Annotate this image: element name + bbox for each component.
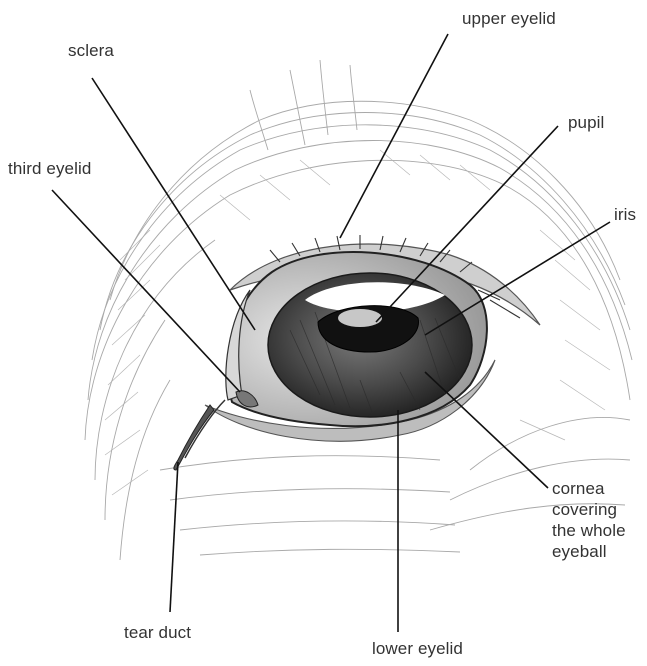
- label-sclera: sclera: [68, 40, 114, 61]
- leader-cornea: [425, 372, 548, 488]
- tear-duct-groove: [174, 405, 214, 470]
- leader-third-eyelid: [52, 190, 240, 392]
- label-cornea-line-3: the whole: [552, 520, 642, 541]
- label-cornea-line-1: cornea: [552, 478, 642, 499]
- label-iris: iris: [614, 204, 636, 225]
- label-cornea: cornea covering the whole eyeball: [552, 478, 642, 562]
- tear-duct-line: [185, 400, 225, 458]
- label-cornea-line-2: covering: [552, 499, 642, 520]
- leader-upper-eyelid: [340, 34, 448, 238]
- label-upper-eyelid: upper eyelid: [462, 8, 556, 29]
- label-tear-duct: tear duct: [124, 622, 191, 643]
- label-pupil: pupil: [568, 112, 604, 133]
- pupil-glint: [338, 309, 382, 327]
- label-cornea-line-4: eyeball: [552, 541, 642, 562]
- label-third-eyelid: third eyelid: [8, 158, 91, 179]
- label-lower-eyelid: lower eyelid: [372, 638, 463, 659]
- leader-tear-duct: [170, 462, 178, 612]
